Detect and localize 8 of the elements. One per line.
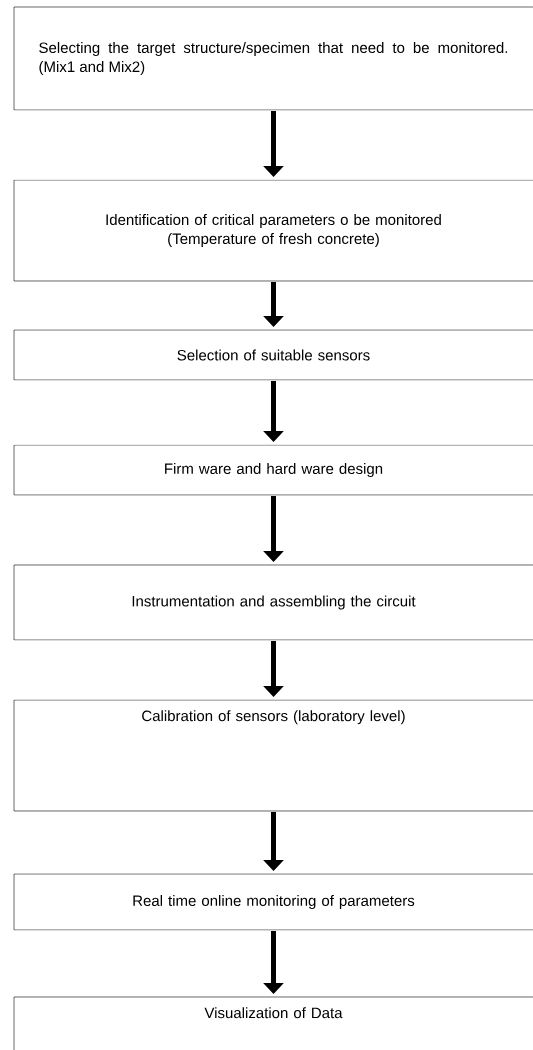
process-box: Selection of suitable sensors: [13, 329, 533, 381]
process-box: Selecting the target structure/specimen that need to be monitored. (Mix1 and Mix2): [13, 6, 533, 111]
process-box: Firm ware and hard ware design: [13, 444, 533, 496]
process-box: Real time online monitoring of parameters: [13, 873, 533, 931]
process-box: Visualization of Data: [13, 996, 533, 1050]
process-box: Identification of critical parameters o be monitored (Temperature of fresh concrete): [13, 179, 533, 282]
process-box: Calibration of sensors (laboratory level): [13, 699, 533, 812]
process-box: Instrumentation and assembling the circuit: [13, 564, 533, 641]
